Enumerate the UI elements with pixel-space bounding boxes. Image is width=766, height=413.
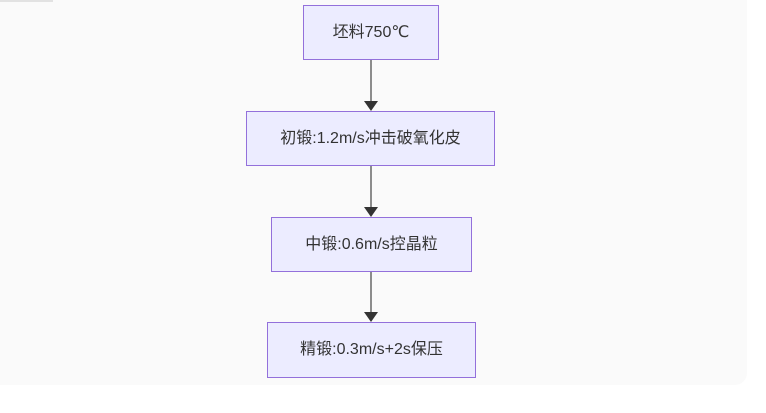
top-left-partial-border [0,0,53,2]
flow-edge-line [370,60,372,101]
flow-node-label: 精锻:0.3m/s+2s保压 [300,341,443,359]
flow-node-label: 坯料750℃ [332,23,410,41]
arrowhead-down-icon [364,207,378,217]
flow-node-initial-forging: 初锻:1.2m/s冲击破氧化皮 [246,111,495,166]
flow-node-middle-forging: 中锻:0.6m/s控晶粒 [271,217,472,272]
flow-node-billet: 坯料750℃ [303,5,439,60]
flow-node-label: 初锻:1.2m/s冲击破氧化皮 [280,129,461,147]
flow-edge-line [370,166,372,207]
flow-node-final-forging: 精锻:0.3m/s+2s保压 [267,322,476,378]
flow-edge-line [370,272,372,312]
arrowhead-down-icon [364,312,378,322]
flow-node-label: 中锻:0.6m/s控晶粒 [305,235,438,253]
arrowhead-down-icon [364,101,378,111]
